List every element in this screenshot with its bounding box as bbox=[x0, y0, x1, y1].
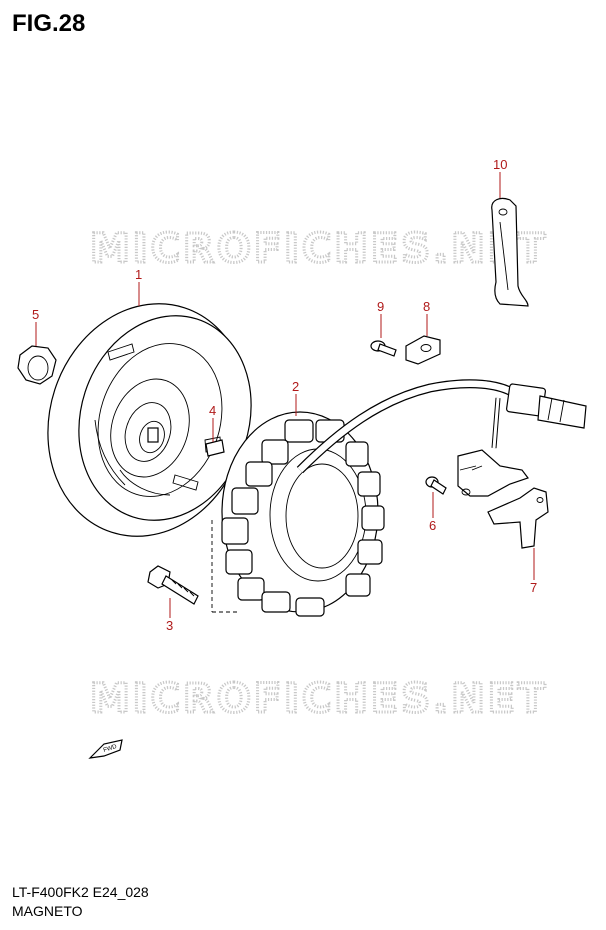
callout-4: 4 bbox=[209, 403, 216, 418]
screw-6-part bbox=[425, 476, 447, 495]
wire-harness bbox=[296, 379, 587, 474]
callout-7: 7 bbox=[530, 580, 537, 595]
callout-3: 3 bbox=[166, 618, 173, 633]
callout-5: 5 bbox=[32, 307, 39, 322]
section-name: MAGNETO bbox=[12, 903, 83, 919]
watermark-bottom: MICROFICHES.NET bbox=[90, 676, 548, 722]
nut-part bbox=[17, 345, 57, 385]
callout-10: 10 bbox=[493, 157, 507, 172]
figure-title: FIG.28 bbox=[12, 10, 86, 37]
callout-6: 6 bbox=[429, 518, 436, 533]
key-part bbox=[205, 439, 225, 457]
watermark-top: MICROFICHES.NET bbox=[90, 226, 548, 272]
callout-9: 9 bbox=[377, 299, 384, 314]
callout-1: 1 bbox=[135, 267, 142, 282]
fwd-label: FWD bbox=[103, 744, 118, 754]
bolt-part bbox=[147, 565, 199, 605]
model-code: LT-F400FK2 E24_028 bbox=[12, 884, 149, 900]
callout-2: 2 bbox=[292, 379, 299, 394]
screw-9-part bbox=[370, 340, 397, 357]
fwd-arrow: FWD bbox=[88, 739, 123, 759]
clamp-part bbox=[491, 197, 529, 307]
plate-8-part bbox=[405, 335, 441, 365]
bracket-part bbox=[457, 449, 549, 549]
callout-8: 8 bbox=[423, 299, 430, 314]
